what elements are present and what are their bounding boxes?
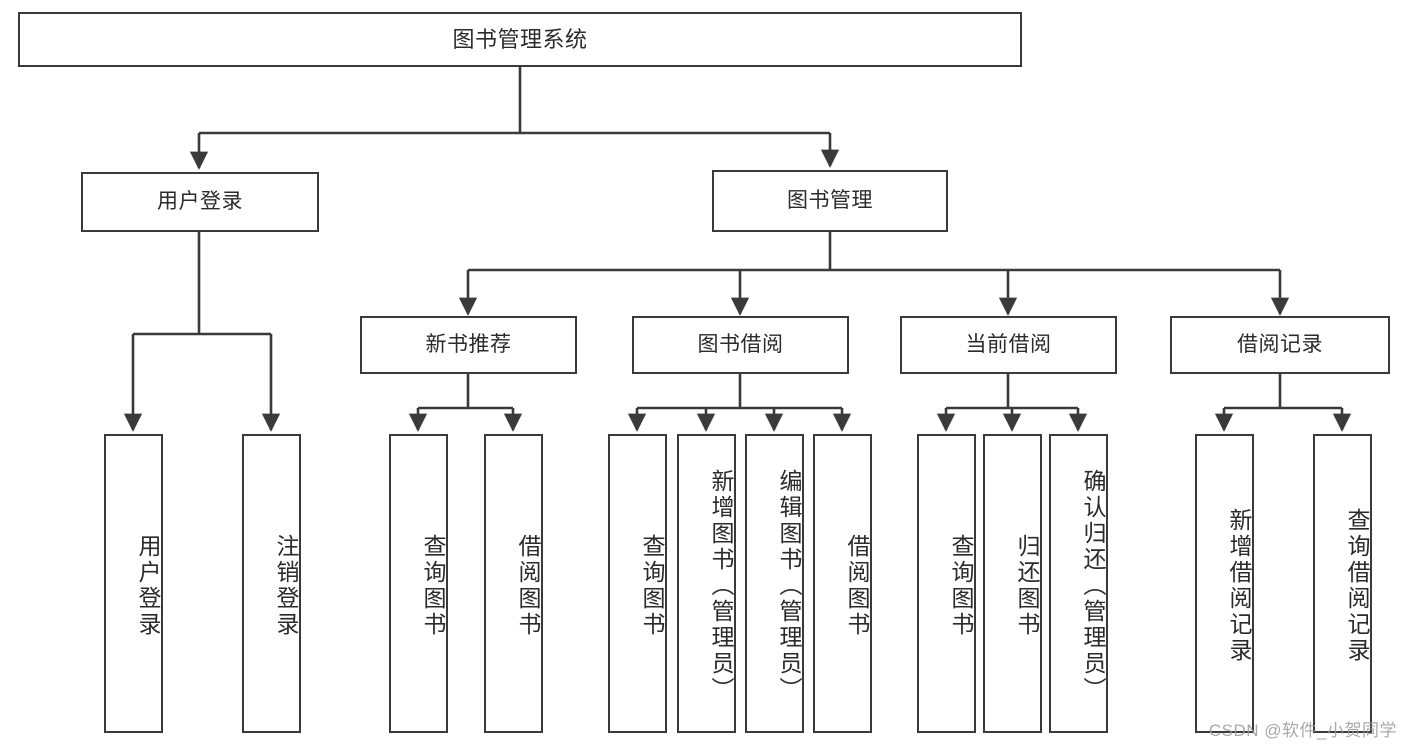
- node-current-borrow-label: 当前借阅: [965, 332, 1052, 356]
- node-new-book-recommend-label: 新书推荐: [425, 332, 512, 356]
- leaf-label: 归还图书: [1014, 533, 1040, 638]
- node-book-manage[interactable]: 图书管理: [712, 170, 948, 232]
- leaf-label: 借阅图书: [844, 533, 870, 638]
- leaf-label: 查询图书: [420, 533, 446, 638]
- leaf-borrow-record-add[interactable]: 新增借阅记录: [1195, 434, 1254, 733]
- leaf-label: 注销登录: [273, 533, 299, 638]
- leaf-current-borrow-confirm-return[interactable]: 确认归还（管理员）: [1049, 434, 1108, 733]
- node-root-label: 图书管理系统: [452, 26, 588, 52]
- leaf-label: 新增借阅记录: [1226, 507, 1252, 664]
- leaf-user-login-logout[interactable]: 注销登录: [242, 434, 301, 733]
- leaf-borrow-record-query[interactable]: 查询借阅记录: [1313, 434, 1372, 733]
- leaf-label: 用户登录: [135, 533, 161, 638]
- leaf-new-book-query[interactable]: 查询图书: [389, 434, 448, 733]
- leaf-book-borrow-query[interactable]: 查询图书: [608, 434, 667, 733]
- leaf-label: 借阅图书: [515, 533, 541, 638]
- watermark: CSDN @软件_小贺同学: [1208, 721, 1397, 740]
- leaf-label: 查询借阅记录: [1344, 507, 1370, 664]
- node-current-borrow[interactable]: 当前借阅: [900, 316, 1117, 374]
- node-borrow-record[interactable]: 借阅记录: [1170, 316, 1390, 374]
- leaf-current-borrow-query[interactable]: 查询图书: [917, 434, 976, 733]
- leaf-user-login-login[interactable]: 用户登录: [104, 434, 163, 733]
- leaf-label: 编辑图书（管理员）: [776, 468, 802, 703]
- leaf-new-book-borrow[interactable]: 借阅图书: [484, 434, 543, 733]
- node-user-login-label: 用户登录: [157, 189, 243, 213]
- node-book-borrow[interactable]: 图书借阅: [632, 316, 849, 374]
- leaf-book-borrow-add[interactable]: 新增图书（管理员）: [677, 434, 736, 733]
- node-borrow-record-label: 借阅记录: [1237, 332, 1323, 356]
- leaf-current-borrow-return[interactable]: 归还图书: [983, 434, 1042, 733]
- leaf-label: 新增图书（管理员）: [708, 468, 734, 703]
- node-root[interactable]: 图书管理系统: [18, 12, 1022, 67]
- leaf-book-borrow-edit[interactable]: 编辑图书（管理员）: [745, 434, 804, 733]
- leaf-label: 查询图书: [948, 533, 974, 638]
- leaf-label: 确认归还（管理员）: [1080, 468, 1106, 703]
- leaf-book-borrow-borrow[interactable]: 借阅图书: [813, 434, 872, 733]
- node-book-borrow-label: 图书借阅: [697, 332, 784, 356]
- node-user-login[interactable]: 用户登录: [81, 172, 319, 232]
- leaf-label: 查询图书: [639, 533, 665, 638]
- node-new-book-recommend[interactable]: 新书推荐: [360, 316, 577, 374]
- node-book-manage-label: 图书管理: [787, 188, 873, 212]
